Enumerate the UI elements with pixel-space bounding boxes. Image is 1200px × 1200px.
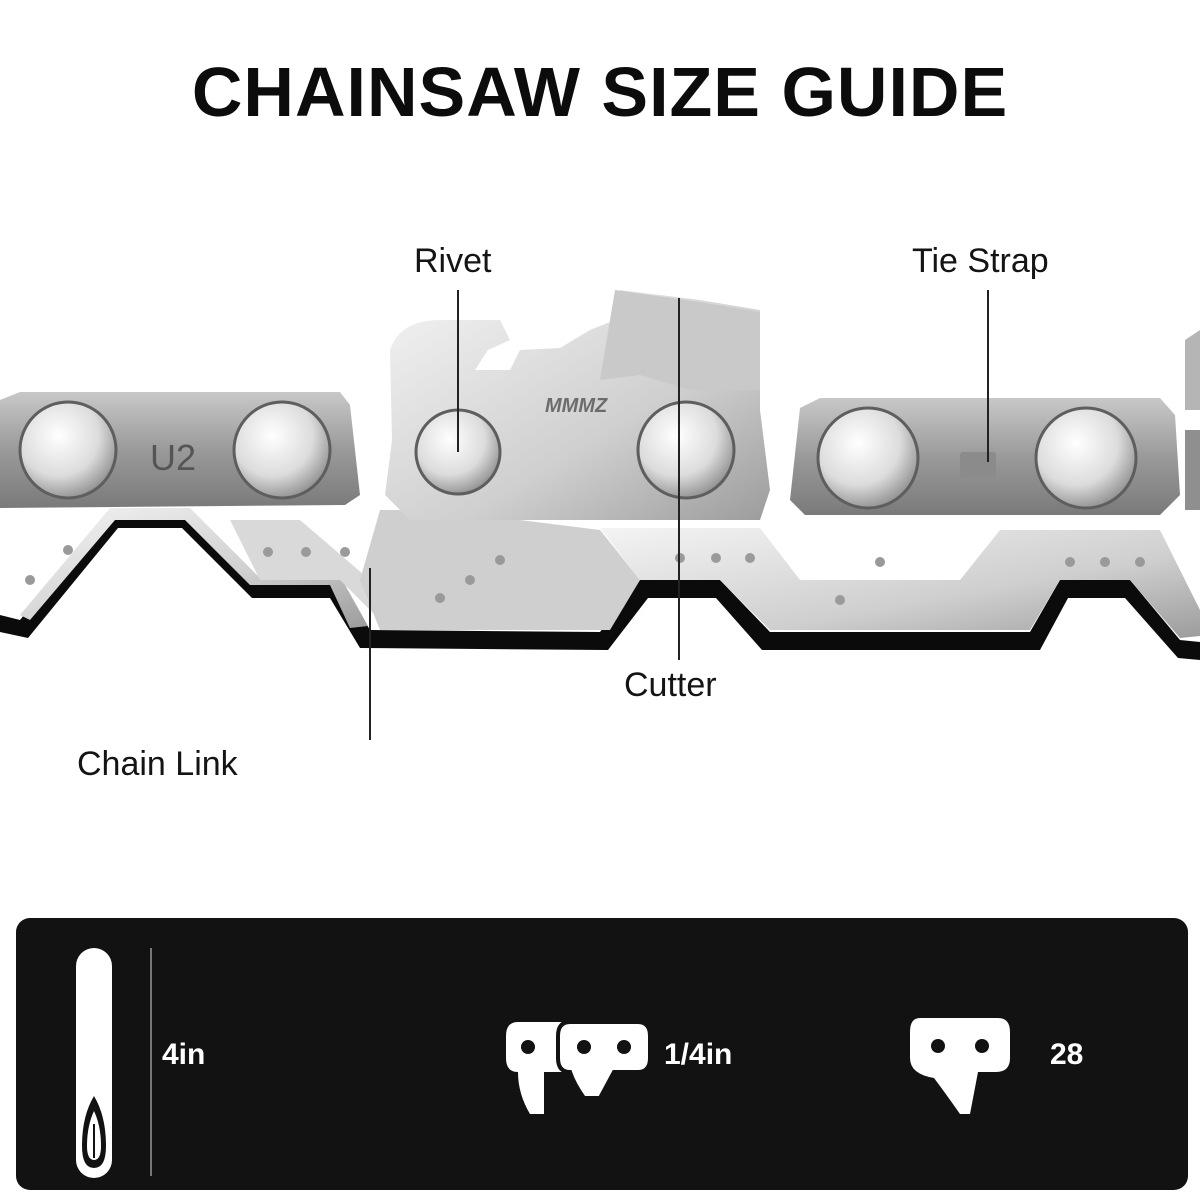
- rivet: [18, 400, 118, 500]
- cutter-top-plate: [600, 290, 760, 390]
- rivet: [636, 400, 736, 500]
- link-stamp: U2: [150, 437, 196, 478]
- guide-bar-icon: [76, 948, 112, 1178]
- fin-dimples: [25, 545, 1145, 605]
- spec-panel: 4in 1/4in 28: [16, 918, 1188, 1190]
- bar-length-dimension-line: [150, 948, 152, 1176]
- callout-rivet: Rivet: [414, 242, 492, 280]
- drive-links-value: 28: [1050, 1038, 1084, 1071]
- callout-cutter: Cutter: [624, 666, 717, 704]
- rivet: [816, 406, 920, 510]
- leader-tie-strap: [987, 290, 989, 462]
- leader-rivet: [457, 290, 459, 452]
- drive-link-icon: [910, 1018, 1010, 1114]
- rivet: [232, 400, 332, 500]
- leader-chain-link: [369, 568, 371, 740]
- drive-link-fin: [230, 520, 380, 620]
- chain-illustration: U2 MMMZ: [0, 290, 1200, 660]
- bar-length-value: 4in: [162, 1038, 206, 1071]
- cutter-stamp: MMMZ: [545, 395, 608, 417]
- leader-cutter: [678, 298, 680, 660]
- page-title: CHAINSAW SIZE GUIDE: [191, 53, 1009, 131]
- rivet: [1034, 406, 1138, 510]
- callout-chain-link: Chain Link: [77, 745, 238, 783]
- drive-link-fin: [360, 510, 640, 630]
- pitch-icon: [506, 1020, 652, 1114]
- tie-strap-mark: [960, 452, 996, 478]
- pitch-value: 1/4in: [664, 1038, 733, 1071]
- callout-tie-strap: Tie Strap: [912, 242, 1049, 280]
- drive-links-outline: [0, 510, 1200, 660]
